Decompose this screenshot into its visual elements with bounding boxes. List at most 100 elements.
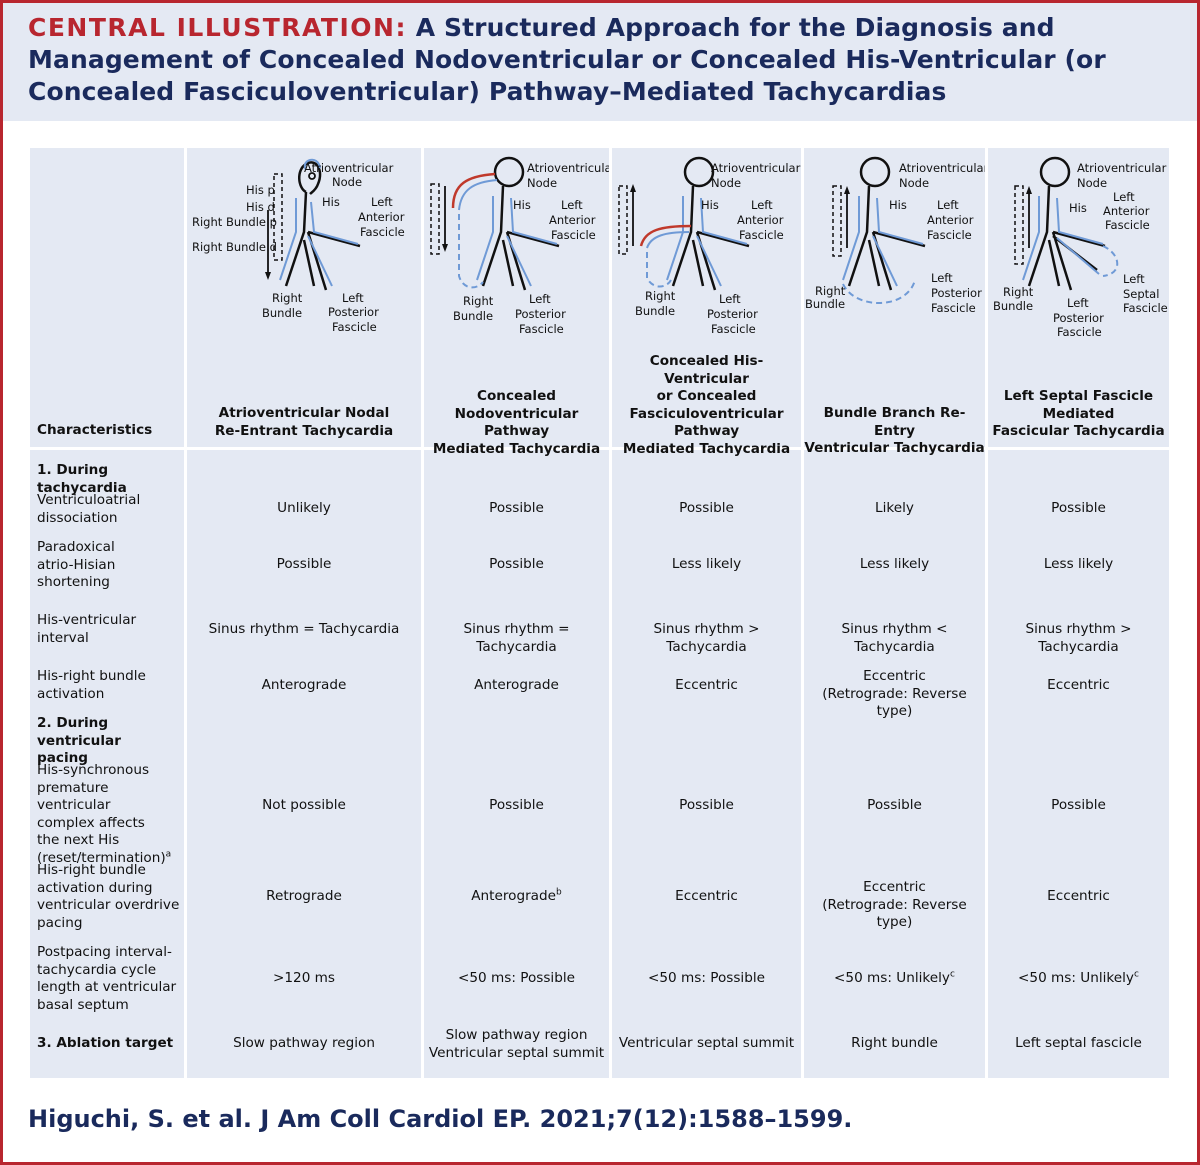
row-label: His-right bundle activation during ventr… [37, 862, 185, 932]
diagram-label: Left [937, 198, 959, 212]
label-line: pacing [37, 914, 83, 931]
bundle-branch-reentry-diagram: Atrioventricular Node His Left Anterior … [805, 156, 985, 315]
table-cell: Slow pathway region Ventricular septal s… [424, 1027, 609, 1062]
label-line: basal septum [37, 996, 129, 1013]
section-heading: 3. Ablation target [37, 1035, 174, 1051]
header-line: Mediated Tachycardia [622, 440, 791, 457]
diagram-label: Bundle [805, 297, 845, 311]
diagram-label: His [322, 195, 340, 209]
diagram-label: Left [1113, 190, 1135, 204]
label-line: His-right bundle [37, 862, 146, 878]
characteristics-header: Characteristics [37, 422, 153, 438]
diagram-label: Left [561, 198, 583, 212]
diagram-label: Left [931, 271, 953, 285]
diagram-label: Left [371, 195, 393, 209]
table-cell: Sinus rhythm = Tachycardia [208, 621, 400, 637]
label-line: Postpacing interval- [37, 944, 172, 960]
table-cell: Slow pathway region [233, 1035, 375, 1051]
table-cell: Possible [489, 797, 544, 813]
label-line: shortening [37, 574, 110, 590]
diagram-label: Node [1077, 176, 1107, 190]
footnote-mark: a [165, 848, 172, 859]
diagram-label: Right [463, 294, 494, 308]
conduction-system-icon [1014, 156, 1119, 291]
diagram-label: Atrioventricular [1077, 161, 1167, 175]
table-cell: Likely [875, 500, 914, 516]
left-septal-fascicle-diagram: Atrioventricular Node His Left Anterior … [993, 156, 1168, 336]
header-line: Mediated Tachycardia [432, 440, 601, 457]
row-label: His-ventricular interval [37, 612, 185, 647]
table-cell: Sinus rhythm > Tachycardia [1025, 621, 1132, 655]
nodoventricular-diagram: Atrioventricular Node His Left Anterior … [430, 156, 609, 336]
label-line: pacing [37, 750, 89, 766]
column-header-lsf: Left Septal Fascicle Mediated Fascicular… [988, 388, 1169, 441]
header-line: Ventricular Tachycardia [804, 440, 985, 456]
column-header-his-ventricular: Concealed His-Ventricular or Concealed F… [612, 353, 801, 458]
diagram-label: Node [527, 176, 557, 190]
diagram-label: Posterior [1053, 311, 1104, 325]
table-cell: Not possible [262, 797, 346, 813]
row-label: His-right bundle activation [37, 668, 185, 703]
header-line: Atrioventricular Nodal [218, 405, 390, 421]
label-line: the next His [37, 832, 120, 848]
diagram-label: Left [1123, 272, 1145, 286]
diagram-label: Fascicle [1105, 218, 1150, 232]
diagram-label: Posterior [931, 286, 982, 300]
cell-text: Anterograde [471, 888, 557, 904]
diagram-label: Anterior [927, 213, 974, 227]
diagram-label: Fascicle [1057, 325, 1102, 336]
diagram-label: Atrioventricular [711, 161, 801, 175]
label-line: length at ventricular [37, 979, 177, 995]
title-lead: CENTRAL ILLUSTRATION: [28, 13, 407, 42]
column-header-nodoventricular: Concealed Nodoventricular Pathway Mediat… [424, 388, 609, 458]
table-cell: Anterograde [261, 677, 347, 693]
label-line: Paradoxical [37, 539, 115, 555]
citation: Higuchi, S. et al. J Am Coll Cardiol EP.… [28, 1105, 853, 1133]
table-cell: Left septal fascicle [1015, 1035, 1142, 1051]
conduction-system-icon [430, 156, 560, 291]
table-cell: Possible [489, 556, 544, 572]
diagram-label: Posterior [707, 307, 758, 321]
footnote-mark: c [949, 969, 955, 980]
diagram-label: Posterior [328, 305, 379, 319]
table-cell: Retrograde [266, 888, 342, 904]
column-header-bbr: Bundle Branch Re-Entry Ventricular Tachy… [804, 405, 985, 458]
label-line: dissociation [37, 509, 118, 526]
table-cell: Possible [489, 500, 544, 516]
table-cell: Possible [1051, 500, 1106, 516]
diagram-label: Fascicle [739, 228, 784, 242]
diagram-label: Right [1003, 285, 1034, 299]
cell-line: Ventricular septal summit [428, 1044, 605, 1061]
row-label: His-synchronous premature ventricular co… [37, 762, 185, 867]
diagram-label: Fascicle [551, 228, 596, 242]
diagram-label: Fascicle [927, 228, 972, 242]
title-line-1: A Structured Approach for the Diagnosis … [415, 13, 1055, 42]
label-line: ventricular overdrive [37, 897, 180, 913]
label-line: interval [37, 629, 89, 646]
header-line: Concealed His-Ventricular [649, 353, 764, 387]
title-line-2: Management of Concealed Nodoventricular … [28, 45, 1106, 74]
diagram-label: Node [899, 176, 929, 190]
header-divider [30, 447, 1169, 450]
label-line: Ventriculoatrial [37, 492, 141, 508]
column-divider [421, 148, 424, 1078]
comparison-table [30, 148, 1169, 1078]
table-cell: Possible [276, 556, 332, 572]
cell-line: Slow pathway region [445, 1027, 588, 1043]
table-cell: Possible [679, 500, 734, 516]
cell-text: <50 ms: Unlikely [834, 970, 950, 986]
table-cell: <50 ms: Unlikelyc [988, 970, 1169, 988]
section-heading: 1. During tachycardia [37, 462, 127, 496]
diagram-label: Posterior [515, 307, 566, 321]
diagram-label: Bundle [993, 299, 1033, 313]
column-header-avnrt: Atrioventricular Nodal Re-Entrant Tachyc… [187, 405, 421, 440]
header-line: Fasciculoventricular [629, 405, 784, 422]
column-divider [985, 148, 988, 1078]
table-cell: Less likely [1043, 556, 1114, 572]
header-line: or Concealed [656, 388, 757, 404]
diagram-label: Node [332, 175, 362, 189]
diagram-label: Anterior [1103, 204, 1150, 218]
label-line: atrio-Hisian [37, 556, 116, 573]
label-line: 2. During ventricular [37, 715, 121, 749]
diagram-label: Fascicle [332, 320, 377, 334]
